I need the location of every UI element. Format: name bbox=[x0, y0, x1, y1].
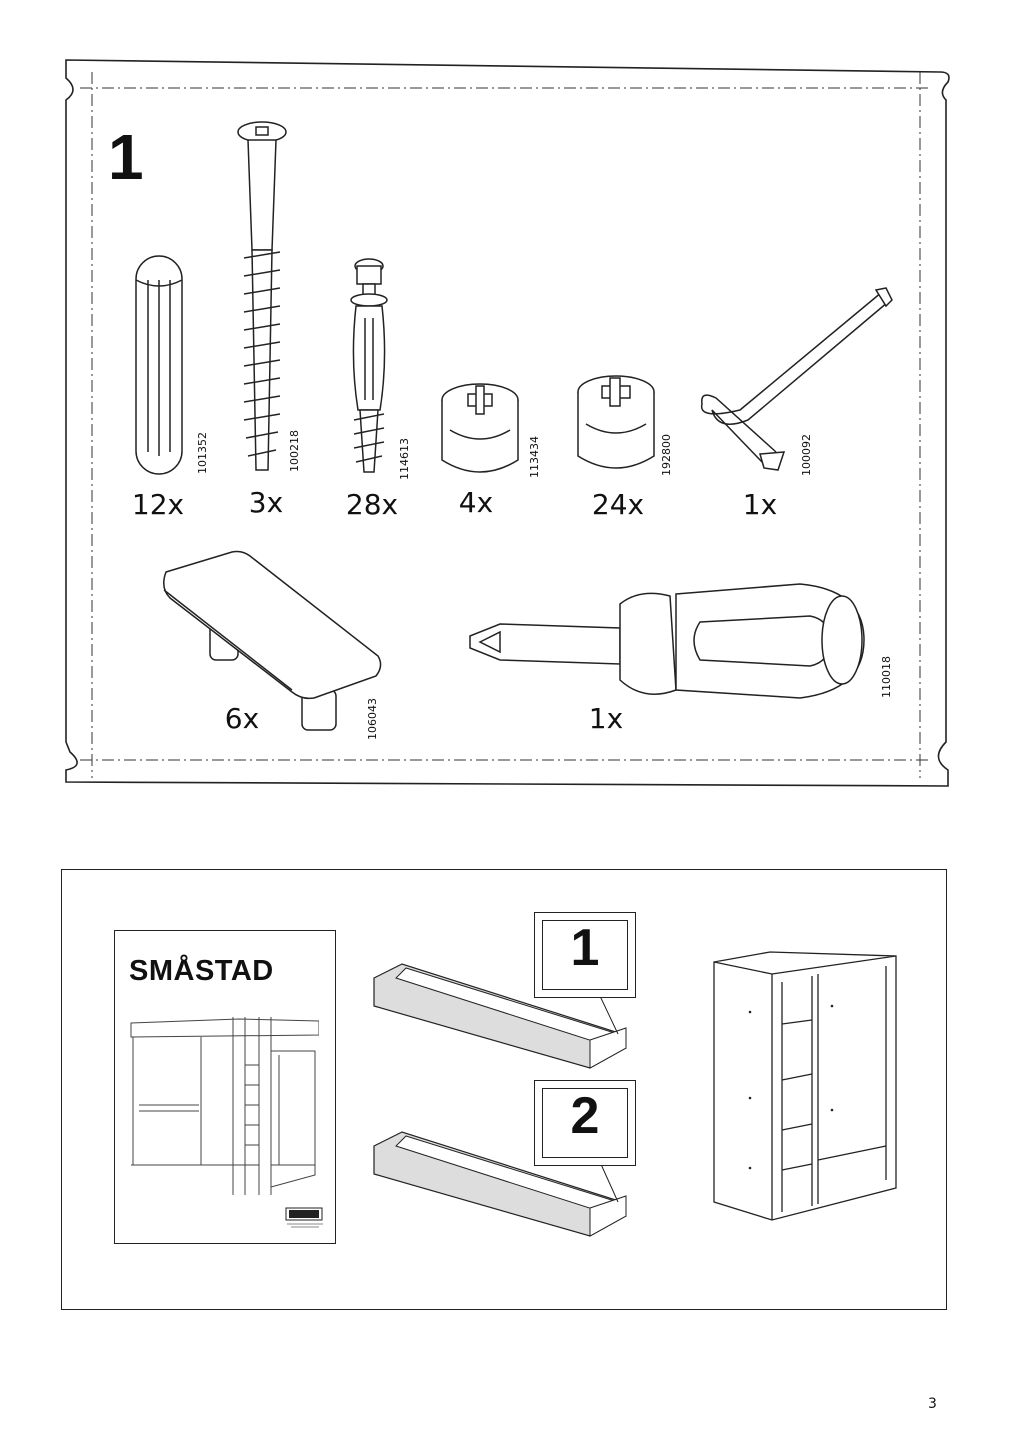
quantity-long-screw: 3x bbox=[248, 486, 284, 519]
quantity-screwdriver: 1x bbox=[588, 702, 624, 735]
manual-title: SMÅSTAD bbox=[129, 955, 274, 987]
package-1-icon bbox=[373, 963, 627, 1069]
loft-bed-illustration-icon bbox=[130, 1017, 319, 1195]
dowel-icon bbox=[135, 255, 183, 475]
part-code-cam-lock: 113434 bbox=[528, 436, 541, 478]
long-screw-icon bbox=[237, 121, 287, 471]
package-1-label: 1 bbox=[534, 912, 636, 998]
step-number: 1 bbox=[108, 121, 144, 193]
overview-panel bbox=[61, 869, 947, 1310]
package-2-icon bbox=[373, 1131, 627, 1237]
screwdriver-icon bbox=[469, 583, 865, 699]
allen-key-icon bbox=[700, 287, 893, 471]
quantity-shelf-support-foot: 6x bbox=[224, 702, 260, 735]
quantity-cam-lock: 4x bbox=[458, 486, 494, 519]
part-code-cam-lock-variant: 192800 bbox=[660, 434, 673, 476]
cam-bolt-icon bbox=[350, 258, 388, 473]
cam-lock-variant-icon bbox=[577, 375, 655, 469]
wardrobe-illustration-icon bbox=[713, 951, 897, 1221]
ikea-logo-icon bbox=[285, 1207, 323, 1228]
part-code-dowel: 101352 bbox=[196, 432, 209, 474]
instruction-manual: SMÅSTAD bbox=[114, 930, 336, 1244]
part-code-screwdriver: 110018 bbox=[880, 656, 893, 698]
part-code-cam-bolt: 114613 bbox=[398, 438, 411, 480]
part-code-shelf-support-foot: 106043 bbox=[366, 698, 379, 740]
part-code-long-screw: 100218 bbox=[288, 430, 301, 472]
hardware-bag-outline bbox=[65, 59, 950, 787]
quantity-allen-key: 1x bbox=[742, 488, 778, 521]
quantity-cam-lock-variant: 24x bbox=[591, 488, 645, 521]
part-code-allen-key: 100092 bbox=[800, 434, 813, 476]
quantity-dowel: 12x bbox=[131, 488, 185, 521]
page-number: 3 bbox=[928, 1396, 937, 1412]
package-2-label: 2 bbox=[534, 1080, 636, 1166]
quantity-cam-bolt: 28x bbox=[345, 488, 399, 521]
shelf-support-foot-icon bbox=[163, 550, 382, 731]
cam-lock-icon bbox=[441, 383, 519, 473]
